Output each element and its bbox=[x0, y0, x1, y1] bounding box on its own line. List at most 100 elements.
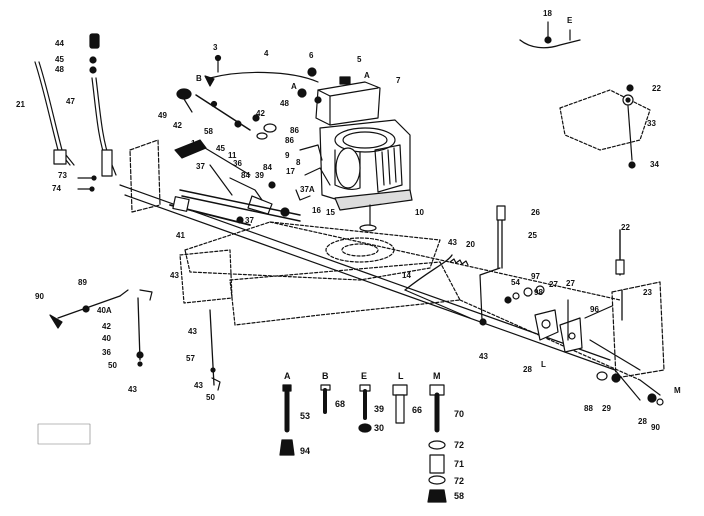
callout-a-2[interactable]: A bbox=[291, 82, 297, 91]
hardware-part-71[interactable]: 71 bbox=[454, 459, 465, 469]
callout-58[interactable]: 58 bbox=[204, 127, 213, 136]
callout-43[interactable]: 43 bbox=[448, 238, 457, 247]
callout-74[interactable]: 74 bbox=[52, 184, 61, 193]
callout-84[interactable]: 84 bbox=[263, 163, 272, 172]
callout-5[interactable]: 5 bbox=[357, 55, 362, 64]
callout-20[interactable]: 20 bbox=[466, 240, 475, 249]
callout-1[interactable]: 1 bbox=[191, 139, 196, 148]
callout-37-b[interactable]: 37 bbox=[245, 216, 254, 225]
callout-39[interactable]: 39 bbox=[255, 171, 264, 180]
hardware-part-72[interactable]: 72 bbox=[454, 440, 465, 450]
callout-10[interactable]: 10 bbox=[415, 208, 424, 217]
chassis-frame bbox=[119, 139, 665, 401]
callout-23[interactable]: 23 bbox=[643, 288, 652, 297]
callout-16[interactable]: 16 bbox=[312, 206, 321, 215]
callout-25[interactable]: 25 bbox=[528, 231, 537, 240]
brake-linkage bbox=[169, 88, 301, 226]
callout-22-b[interactable]: 22 bbox=[621, 223, 630, 232]
callout-28-b[interactable]: 28 bbox=[638, 417, 647, 426]
callout-86[interactable]: 86 bbox=[290, 126, 299, 135]
hardware-part-58[interactable]: 58 bbox=[454, 491, 465, 501]
callout-88[interactable]: 88 bbox=[584, 404, 593, 413]
callout-26[interactable]: 26 bbox=[531, 208, 540, 217]
hardware-letter-m[interactable]: M bbox=[433, 371, 441, 381]
callout-42[interactable]: 42 bbox=[173, 121, 182, 130]
hardware-letter-b[interactable]: B bbox=[322, 371, 329, 381]
hardware-letter-a[interactable]: A bbox=[284, 371, 291, 381]
callout-42-c[interactable]: 42 bbox=[102, 322, 111, 331]
callout-27[interactable]: 27 bbox=[549, 280, 558, 289]
callout-43-b[interactable]: 43 bbox=[479, 352, 488, 361]
callout-47[interactable]: 47 bbox=[66, 97, 75, 106]
hardware-part-94[interactable]: 94 bbox=[300, 446, 311, 456]
callout-8[interactable]: 8 bbox=[296, 158, 301, 167]
callout-3[interactable]: 3 bbox=[213, 43, 218, 52]
callout-98[interactable]: 98 bbox=[534, 288, 543, 297]
lift-lever-assembly bbox=[34, 33, 117, 192]
callout-40[interactable]: 40 bbox=[102, 334, 111, 343]
callout-34[interactable]: 34 bbox=[650, 160, 659, 169]
callout-a[interactable]: A bbox=[364, 71, 370, 80]
callout-27-b[interactable]: 27 bbox=[566, 279, 575, 288]
callout-9[interactable]: 9 bbox=[285, 151, 290, 160]
hardware-letter-e[interactable]: E bbox=[361, 371, 368, 381]
callout-54[interactable]: 54 bbox=[511, 278, 520, 287]
hardware-part-68[interactable]: 68 bbox=[335, 399, 346, 409]
callout-40a[interactable]: 40A bbox=[97, 306, 112, 315]
callout-22[interactable]: 22 bbox=[652, 84, 661, 93]
callout-14[interactable]: 14 bbox=[402, 271, 411, 280]
callout-36-b[interactable]: 36 bbox=[102, 348, 111, 357]
callout-4[interactable]: 4 bbox=[264, 49, 269, 58]
callout-28[interactable]: 28 bbox=[523, 365, 532, 374]
callout-21[interactable]: 21 bbox=[16, 100, 25, 109]
hardware-letter-l[interactable]: L bbox=[398, 371, 404, 381]
callout-86-b[interactable]: 86 bbox=[285, 136, 294, 145]
callout-57[interactable]: 57 bbox=[186, 354, 195, 363]
callout-97[interactable]: 97 bbox=[531, 272, 540, 281]
throttle-cable bbox=[204, 54, 322, 104]
hardware-part-39[interactable]: 39 bbox=[374, 404, 385, 414]
callout-50[interactable]: 50 bbox=[108, 361, 117, 370]
callout-6[interactable]: 6 bbox=[309, 51, 314, 60]
callout-41[interactable]: 41 bbox=[176, 231, 185, 240]
callout-45[interactable]: 45 bbox=[55, 55, 64, 64]
callout-17[interactable]: 17 bbox=[286, 167, 295, 176]
callout-48-b[interactable]: 48 bbox=[280, 99, 289, 108]
callout-37[interactable]: 37 bbox=[196, 162, 205, 171]
callout-l[interactable]: L bbox=[541, 360, 546, 369]
hardware-part-70[interactable]: 70 bbox=[454, 409, 465, 419]
callout-73[interactable]: 73 bbox=[58, 171, 67, 180]
callout-43-e[interactable]: 43 bbox=[194, 381, 203, 390]
callout-45-b[interactable]: 45 bbox=[216, 144, 225, 153]
callout-42-b[interactable]: 42 bbox=[256, 109, 265, 118]
hardware-part-30[interactable]: 30 bbox=[374, 423, 385, 433]
callout-11[interactable]: 11 bbox=[228, 151, 237, 160]
callout-36[interactable]: 36 bbox=[233, 159, 242, 168]
callout-33[interactable]: 33 bbox=[647, 119, 656, 128]
hardware-part-53[interactable]: 53 bbox=[300, 411, 311, 421]
callout-44[interactable]: 44 bbox=[55, 39, 64, 48]
callout-37a[interactable]: 37A bbox=[300, 185, 315, 194]
hardware-part-66[interactable]: 66 bbox=[412, 405, 423, 415]
callout-43-c[interactable]: 43 bbox=[170, 271, 179, 280]
callout-84-b[interactable]: 84 bbox=[241, 171, 250, 180]
callout-43-d[interactable]: 43 bbox=[188, 327, 197, 336]
callout-43-f[interactable]: 43 bbox=[128, 385, 137, 394]
callout-48[interactable]: 48 bbox=[55, 65, 64, 74]
callout-29[interactable]: 29 bbox=[602, 404, 611, 413]
callout-90[interactable]: 90 bbox=[35, 292, 44, 301]
control-rods bbox=[404, 205, 664, 406]
callout-b[interactable]: B bbox=[196, 74, 202, 83]
callout-89[interactable]: 89 bbox=[78, 278, 87, 287]
callout-15[interactable]: 15 bbox=[326, 208, 335, 217]
callout-18[interactable]: 18 bbox=[543, 9, 552, 18]
callout-49[interactable]: 49 bbox=[158, 111, 167, 120]
callout-e[interactable]: E bbox=[567, 16, 573, 25]
callout-96[interactable]: 96 bbox=[590, 305, 599, 314]
callout-7[interactable]: 7 bbox=[396, 76, 401, 85]
callout-50-b[interactable]: 50 bbox=[206, 393, 215, 402]
callout-99[interactable]: 90 bbox=[651, 423, 660, 432]
callout-m[interactable]: M bbox=[674, 386, 681, 395]
hardware-part-72-b[interactable]: 72 bbox=[454, 476, 465, 486]
